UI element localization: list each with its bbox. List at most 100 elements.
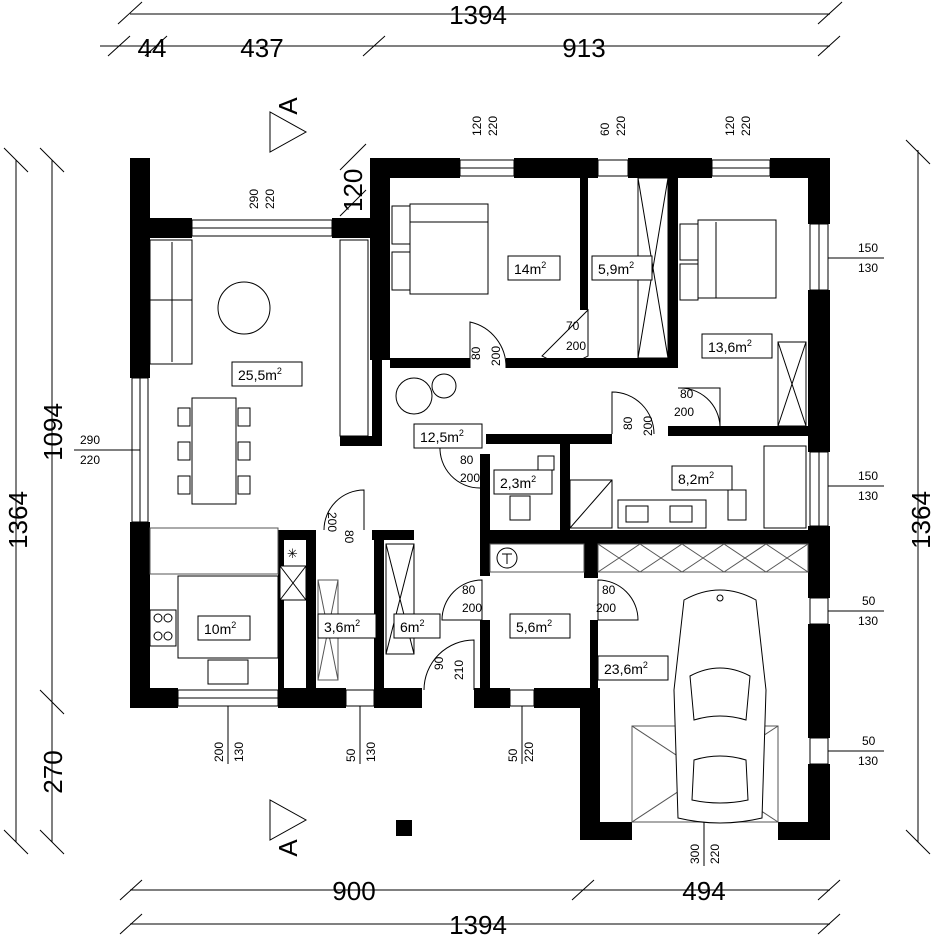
- label-window-bedroom1-w: 120: [470, 116, 484, 136]
- label-window-bedroom2-right-w: 150: [858, 241, 878, 255]
- dim-left-main: 1094: [38, 403, 68, 461]
- label-window-garage-bottom-h: 220: [708, 844, 722, 864]
- label-window-living-left-w: 290: [80, 433, 100, 447]
- bed-2: [697, 219, 777, 299]
- room-label-living: 25,5m2: [231, 361, 303, 387]
- label-door-utility-h: 200: [462, 601, 482, 615]
- label-window-pantry-w: 50: [344, 748, 358, 762]
- dim-bottom-total: 1394: [449, 910, 507, 940]
- svg-text:8,2m2: 8,2m2: [678, 470, 714, 487]
- garage-shelves: [597, 543, 809, 573]
- label-window-utility-w: 50: [506, 748, 520, 762]
- opening-labels: 290 220 120 220 60 220 120 220 150 130 1…: [74, 116, 884, 866]
- room-label-wc: 2,3m2: [493, 469, 553, 495]
- car: [673, 589, 767, 824]
- label-door-wc-w: 80: [460, 453, 474, 467]
- label-window-bathroom-right-h: 130: [858, 489, 878, 503]
- label-window-garage-right-1-w: 50: [862, 594, 876, 608]
- label-window-utility-h: 220: [522, 742, 536, 762]
- bed-1: [409, 203, 489, 295]
- label-window-garage-right-1-h: 130: [858, 614, 878, 628]
- svg-text:5,9m2: 5,9m2: [598, 260, 634, 277]
- door-swing-garage: [597, 579, 639, 621]
- label-door-pantry-h: 200: [325, 512, 339, 532]
- label-window-garage-bottom-w: 300: [688, 844, 702, 864]
- label-door-wc-h: 200: [460, 471, 480, 485]
- label-window-wardrobe-h: 220: [614, 116, 628, 136]
- room-label-kitchen: 10m2: [197, 615, 251, 641]
- label-window-living-top-w: 290: [247, 189, 261, 209]
- door-swing-wardrobe: [541, 308, 589, 363]
- dim-bottom-seg-1: 900: [332, 876, 375, 906]
- label-door-bedroom2-h: 200: [674, 405, 694, 419]
- label-door-bedroom2-w: 80: [680, 387, 694, 401]
- label-window-living-top-h: 220: [263, 189, 277, 209]
- label-window-garage-right-2-w: 50: [862, 734, 876, 748]
- label-window-bedroom1-h: 220: [486, 116, 500, 136]
- svg-text:3,6m2: 3,6m2: [324, 618, 360, 635]
- label-door-pantry-w: 80: [342, 530, 356, 544]
- svg-text:13,6m2: 13,6m2: [708, 338, 752, 355]
- label-window-bedroom2-w: 120: [723, 116, 737, 136]
- dining-table: [191, 397, 237, 505]
- room-label-pantry: 3,6m2: [317, 613, 377, 639]
- label-window-kitchen-w: 200: [212, 742, 226, 762]
- dim-left-total: 1364: [3, 491, 33, 549]
- door-swing-bathroom: [611, 391, 655, 435]
- label-door-wardrobe-w: 70: [566, 319, 580, 333]
- svg-text:14m2: 14m2: [514, 260, 546, 277]
- cooktop: [149, 609, 177, 647]
- label-door-utility-w: 80: [462, 583, 476, 597]
- label-door-wardrobe-h: 200: [566, 339, 586, 353]
- dim-bottom-seg-2: 494: [682, 876, 725, 906]
- svg-text:12,5m2: 12,5m2: [420, 428, 464, 445]
- label-window-kitchen-h: 130: [232, 742, 246, 762]
- sofa: [149, 239, 193, 365]
- walls: [130, 143, 830, 840]
- dimension-lines: 1394 44 437 913 900 494 1394 1364 1094 2…: [3, 0, 931, 940]
- kitchen-counter: [149, 527, 279, 575]
- door-swing-utility: [441, 579, 483, 621]
- dim-top-seg-1: 44: [138, 33, 167, 63]
- room-label-bedroom-1: 14m2: [507, 255, 561, 281]
- label-door-garage-h: 200: [596, 601, 616, 615]
- label-window-bathroom-right-w: 150: [858, 469, 878, 483]
- tv-cabinet: [339, 239, 369, 437]
- room-label-wardrobe: 5,9m2: [591, 255, 653, 281]
- dim-right-total: 1364: [906, 491, 931, 549]
- svg-text:2,3m2: 2,3m2: [500, 474, 536, 491]
- section-arrow-bottom: [269, 799, 308, 841]
- label-door-garage-w: 80: [602, 583, 616, 597]
- room-label-hall: 12,5m2: [413, 423, 483, 449]
- label-window-living-left-h: 220: [80, 453, 100, 467]
- svg-text:6m2: 6m2: [400, 618, 424, 635]
- room-label-garage: 23,6m2: [597, 655, 669, 681]
- label-door-bedroom1-w: 80: [469, 346, 483, 360]
- room-label-utility: 5,6m2: [509, 613, 571, 639]
- label-door-entrance-h: 210: [452, 660, 466, 680]
- section-markers: A A: [269, 97, 412, 857]
- window-wardrobe-top: [597, 159, 629, 177]
- door-swing-entrance: [423, 639, 475, 691]
- label-window-garage-right-2-h: 130: [858, 754, 878, 768]
- bathtub: [763, 445, 807, 529]
- door-swing-bedroom2: [677, 387, 721, 427]
- door-swing-wc: [439, 445, 481, 489]
- label-window-wardrobe-w: 60: [598, 122, 612, 136]
- room-label-bedroom-2: 13,6m2: [701, 333, 773, 359]
- furniture: ✳: [149, 177, 809, 824]
- label-window-pantry-h: 130: [364, 742, 378, 762]
- door-swing-pantry: [323, 489, 365, 531]
- section-label-bottom: A: [273, 839, 303, 857]
- window-garage-right-2: [809, 737, 829, 765]
- coffee-table: [217, 281, 271, 335]
- dim-left-bottom: 270: [38, 750, 68, 793]
- label-window-bedroom2-h: 220: [739, 116, 753, 136]
- column-marker: [396, 820, 412, 836]
- window-utility-bottom: [509, 689, 535, 707]
- toilet-bath: [727, 489, 747, 521]
- section-label-top: A: [273, 97, 303, 115]
- label-window-bedroom2-right-h: 130: [858, 261, 878, 275]
- section-arrow-top: [269, 111, 308, 153]
